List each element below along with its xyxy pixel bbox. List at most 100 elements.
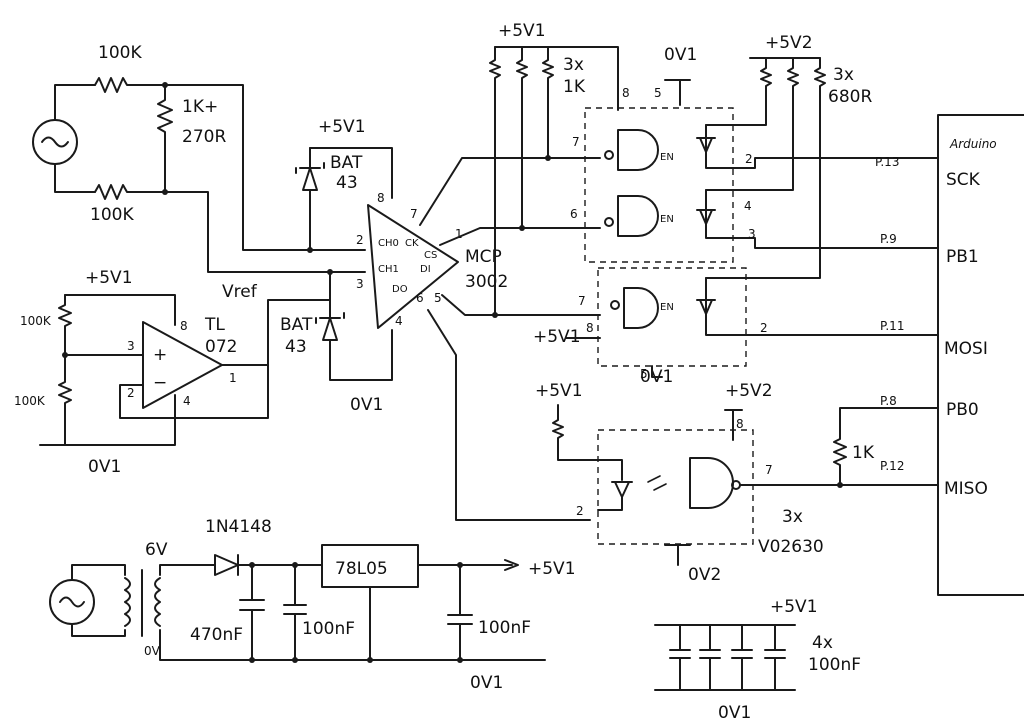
decoup-ground-label: 0V1 (718, 703, 751, 723)
adc-pin-ck: CK (405, 238, 419, 249)
cap-100nf-1 (283, 564, 307, 661)
iso-g3-supply-pin: 8 (586, 321, 594, 335)
clamp-bottom-label2: 43 (285, 337, 307, 357)
iso-g4-resistor (552, 404, 623, 481)
adc-pin3: 3 (356, 277, 364, 291)
clamp-top-label2: 43 (336, 173, 358, 193)
bat43-bottom-diode (315, 312, 345, 341)
iso-gate-2 (617, 195, 659, 237)
arduino-block: Arduino P.13 SCK P.9 PB1 P.11 MOSI P.8 P… (833, 114, 1024, 596)
iso-pullup2-2 (705, 57, 799, 191)
vref-resistor-top (58, 294, 72, 356)
iso-led-1 (696, 137, 716, 153)
mains-sine-icon (59, 596, 85, 608)
cap-470nf (239, 564, 265, 661)
isolators: +5V1 3x 1K 8 0V1 5 7 EN 6 EN 7 EN +5V2 3 (489, 21, 939, 585)
iso-pullups1-line2: 1K (563, 77, 586, 97)
diode-label: 1N4148 (205, 517, 272, 537)
iso-g2-en: EN (660, 214, 674, 225)
vref-label: Vref (222, 282, 258, 302)
iso-gate-4 (689, 457, 734, 509)
decoup-cap-2 (699, 624, 721, 691)
iso-g3-in: 7 (578, 294, 586, 308)
adc-pin7: 7 (410, 207, 418, 221)
cap3-label: 100nF (478, 618, 531, 638)
adc-pin4: 4 (395, 314, 403, 328)
arduino-pin-name-1: PB1 (946, 247, 979, 267)
adc-pin6: 6 (416, 291, 424, 305)
iso-pullups1-line1: 3x (563, 55, 584, 75)
iso-pin5: 5 (654, 86, 662, 100)
vref-resistor-bottom (58, 354, 72, 446)
iso-gate-1 (617, 129, 659, 171)
optical-link-icon (647, 475, 667, 491)
arduino-pin-num-0: P.13 (875, 155, 899, 169)
vref-r-bottom-label: 100K (14, 394, 46, 408)
transformer-secondary (154, 577, 161, 627)
decoupling-caps: +5V1 4x 100nF 0V1 (654, 597, 861, 723)
opamp-pin2: 2 (127, 386, 135, 400)
opamp-part-line2: 072 (205, 337, 237, 357)
arduino-pin-name-0: SCK (946, 170, 981, 190)
cap1-label: 470nF (190, 625, 243, 645)
adc-pin2: 2 (356, 233, 364, 247)
arduino-pin-name-4: MISO (944, 479, 988, 499)
opamp-pin8: 8 (180, 319, 188, 333)
iso-g4-pin7: 7 (765, 463, 773, 477)
adc-pin8: 8 (377, 191, 385, 205)
ps-ground-label: 0V1 (470, 673, 503, 693)
adc-part-line2: 3002 (465, 272, 508, 292)
clamp-top-label1: BAT (330, 153, 363, 173)
signal-source: 100K 100K 1K+ 270R (32, 43, 366, 273)
iso-gate-3 (623, 287, 659, 329)
cap-100nf-2 (447, 564, 473, 661)
iso-g1-in: 7 (572, 135, 580, 149)
iso-g1-out: 2 (745, 152, 753, 166)
iso-gnd1-label: 0V1 (664, 45, 697, 65)
arduino-pin-name-3: PB0 (946, 400, 979, 420)
iso-pin8: 8 (622, 86, 630, 100)
opamp-symbol (142, 321, 223, 409)
clamp-diodes: +5V1 BAT 43 BAT 43 0V1 (280, 117, 393, 415)
bat43-top-diode (295, 162, 325, 191)
output-arrow-icon (504, 559, 519, 571)
power-supply: 6V 0V 1N4148 470nF 100nF 78L05 +5V1 100n… (49, 517, 576, 693)
vref-ground-label: 0V1 (88, 457, 121, 477)
iso-g2-in: 6 (570, 207, 578, 221)
resistor-top-100k (94, 77, 166, 93)
clamp-bottom-label1: BAT (280, 315, 313, 335)
isolator-mid-package (597, 267, 747, 367)
resistor-top-label: 100K (98, 43, 142, 63)
decoup-supply-label: +5V1 (770, 597, 818, 617)
iso-led-2 (696, 209, 716, 225)
arduino-title: Arduino (949, 137, 997, 151)
iso-pullup2-1 (705, 57, 772, 126)
isolator-top-package (584, 107, 734, 263)
iso-pullups2-line1: 3x (833, 65, 854, 85)
isolator-bottom-package (597, 429, 754, 545)
decoup-cap-3 (731, 624, 753, 691)
resistor-bottom-label: 100K (90, 205, 134, 225)
decoup-value-label: 100nF (808, 655, 861, 675)
adc-pin-do: DO (392, 284, 408, 295)
adc-pin5: 5 (434, 291, 442, 305)
divider-label-line1: 1K+ (182, 97, 218, 117)
transformer-primary (124, 577, 131, 627)
miso-pullup-label: 1K (852, 443, 875, 463)
arduino-outline (937, 114, 1024, 596)
arduino-pin-num-2: P.11 (880, 319, 904, 333)
iso-g3-en: EN (660, 302, 674, 313)
iso-pullup2-3 (705, 57, 826, 279)
iso-g3-ground-pin: 5 (640, 367, 648, 381)
resistor-bottom-100k (94, 184, 166, 200)
transformer-label: 6V (145, 540, 168, 560)
divider-label-line2: 270R (182, 127, 226, 147)
arduino-pin-num-1: P.9 (880, 232, 897, 246)
adc-pin-di: DI (420, 264, 431, 275)
diode-1n4148 (214, 554, 239, 576)
clamp-supply-label: +5V1 (318, 117, 366, 137)
adc-mcp3002: CH0 CK CH1 DI CS DO 2 3 8 7 1 5 6 4 MCP … (356, 157, 601, 521)
iso-count-label: 3x (782, 507, 803, 527)
adc-symbol (367, 204, 459, 329)
